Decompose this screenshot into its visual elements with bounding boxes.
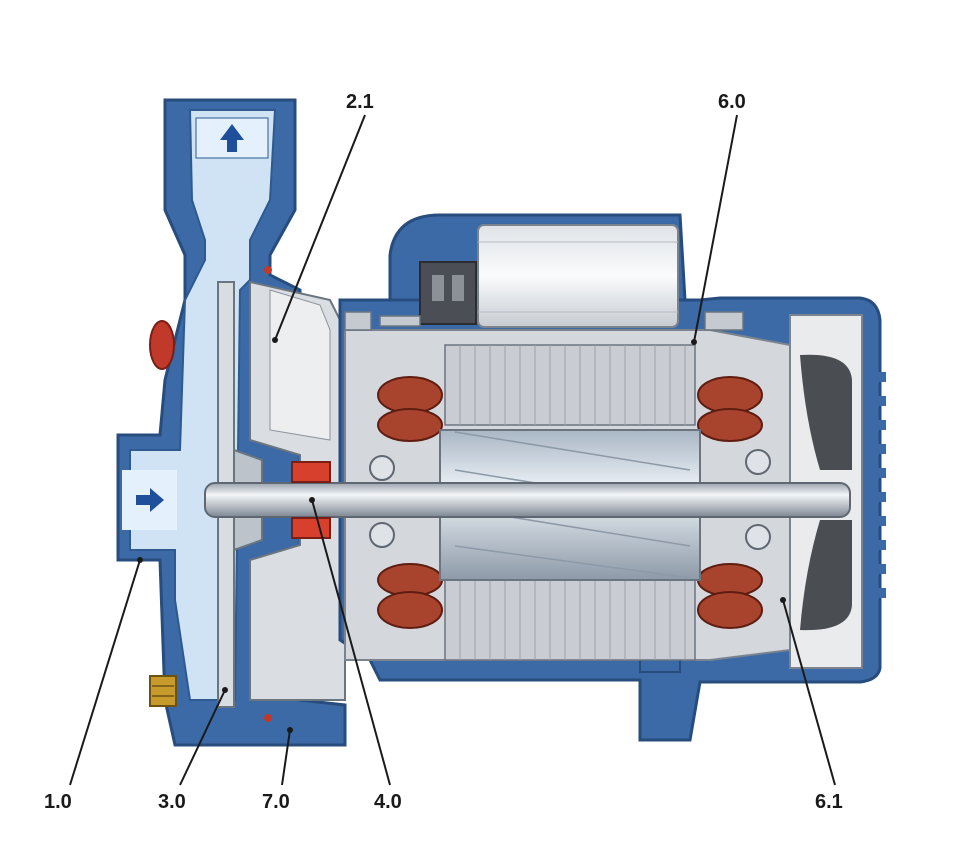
label-7.0: 7.0 — [262, 727, 293, 813]
bearings — [369, 449, 771, 550]
label-1.0: 1.0 — [44, 557, 143, 813]
label-6.1: 6.1 — [780, 597, 843, 813]
svg-text:3.0: 3.0 — [158, 791, 186, 813]
svg-text:4.0: 4.0 — [374, 791, 402, 813]
arrow-right-icon — [122, 470, 177, 530]
svg-text:7.0: 7.0 — [262, 791, 290, 813]
terminal-block — [419, 261, 477, 325]
pump-body-bracket — [249, 280, 346, 701]
label-2.1: 2.1 — [272, 91, 374, 343]
label-4.0: 4.0 — [309, 497, 402, 813]
capacitor — [477, 224, 679, 328]
label-3.0: 3.0 — [158, 687, 228, 813]
svg-text:1.0: 1.0 — [44, 791, 72, 813]
o-ring-seals — [264, 266, 272, 722]
stator — [444, 344, 696, 661]
drain-plug — [149, 675, 177, 707]
shaft — [204, 482, 851, 518]
casing-plug — [149, 320, 175, 370]
cooling-fins — [878, 372, 886, 598]
svg-text:2.1: 2.1 — [346, 91, 374, 113]
bolts — [344, 311, 744, 331]
svg-text:6.0: 6.0 — [718, 91, 746, 113]
label-6.0: 6.0 — [691, 91, 746, 345]
arrow-up-icon — [195, 117, 269, 159]
svg-text:6.1: 6.1 — [815, 791, 843, 813]
copper-windings — [377, 376, 763, 629]
